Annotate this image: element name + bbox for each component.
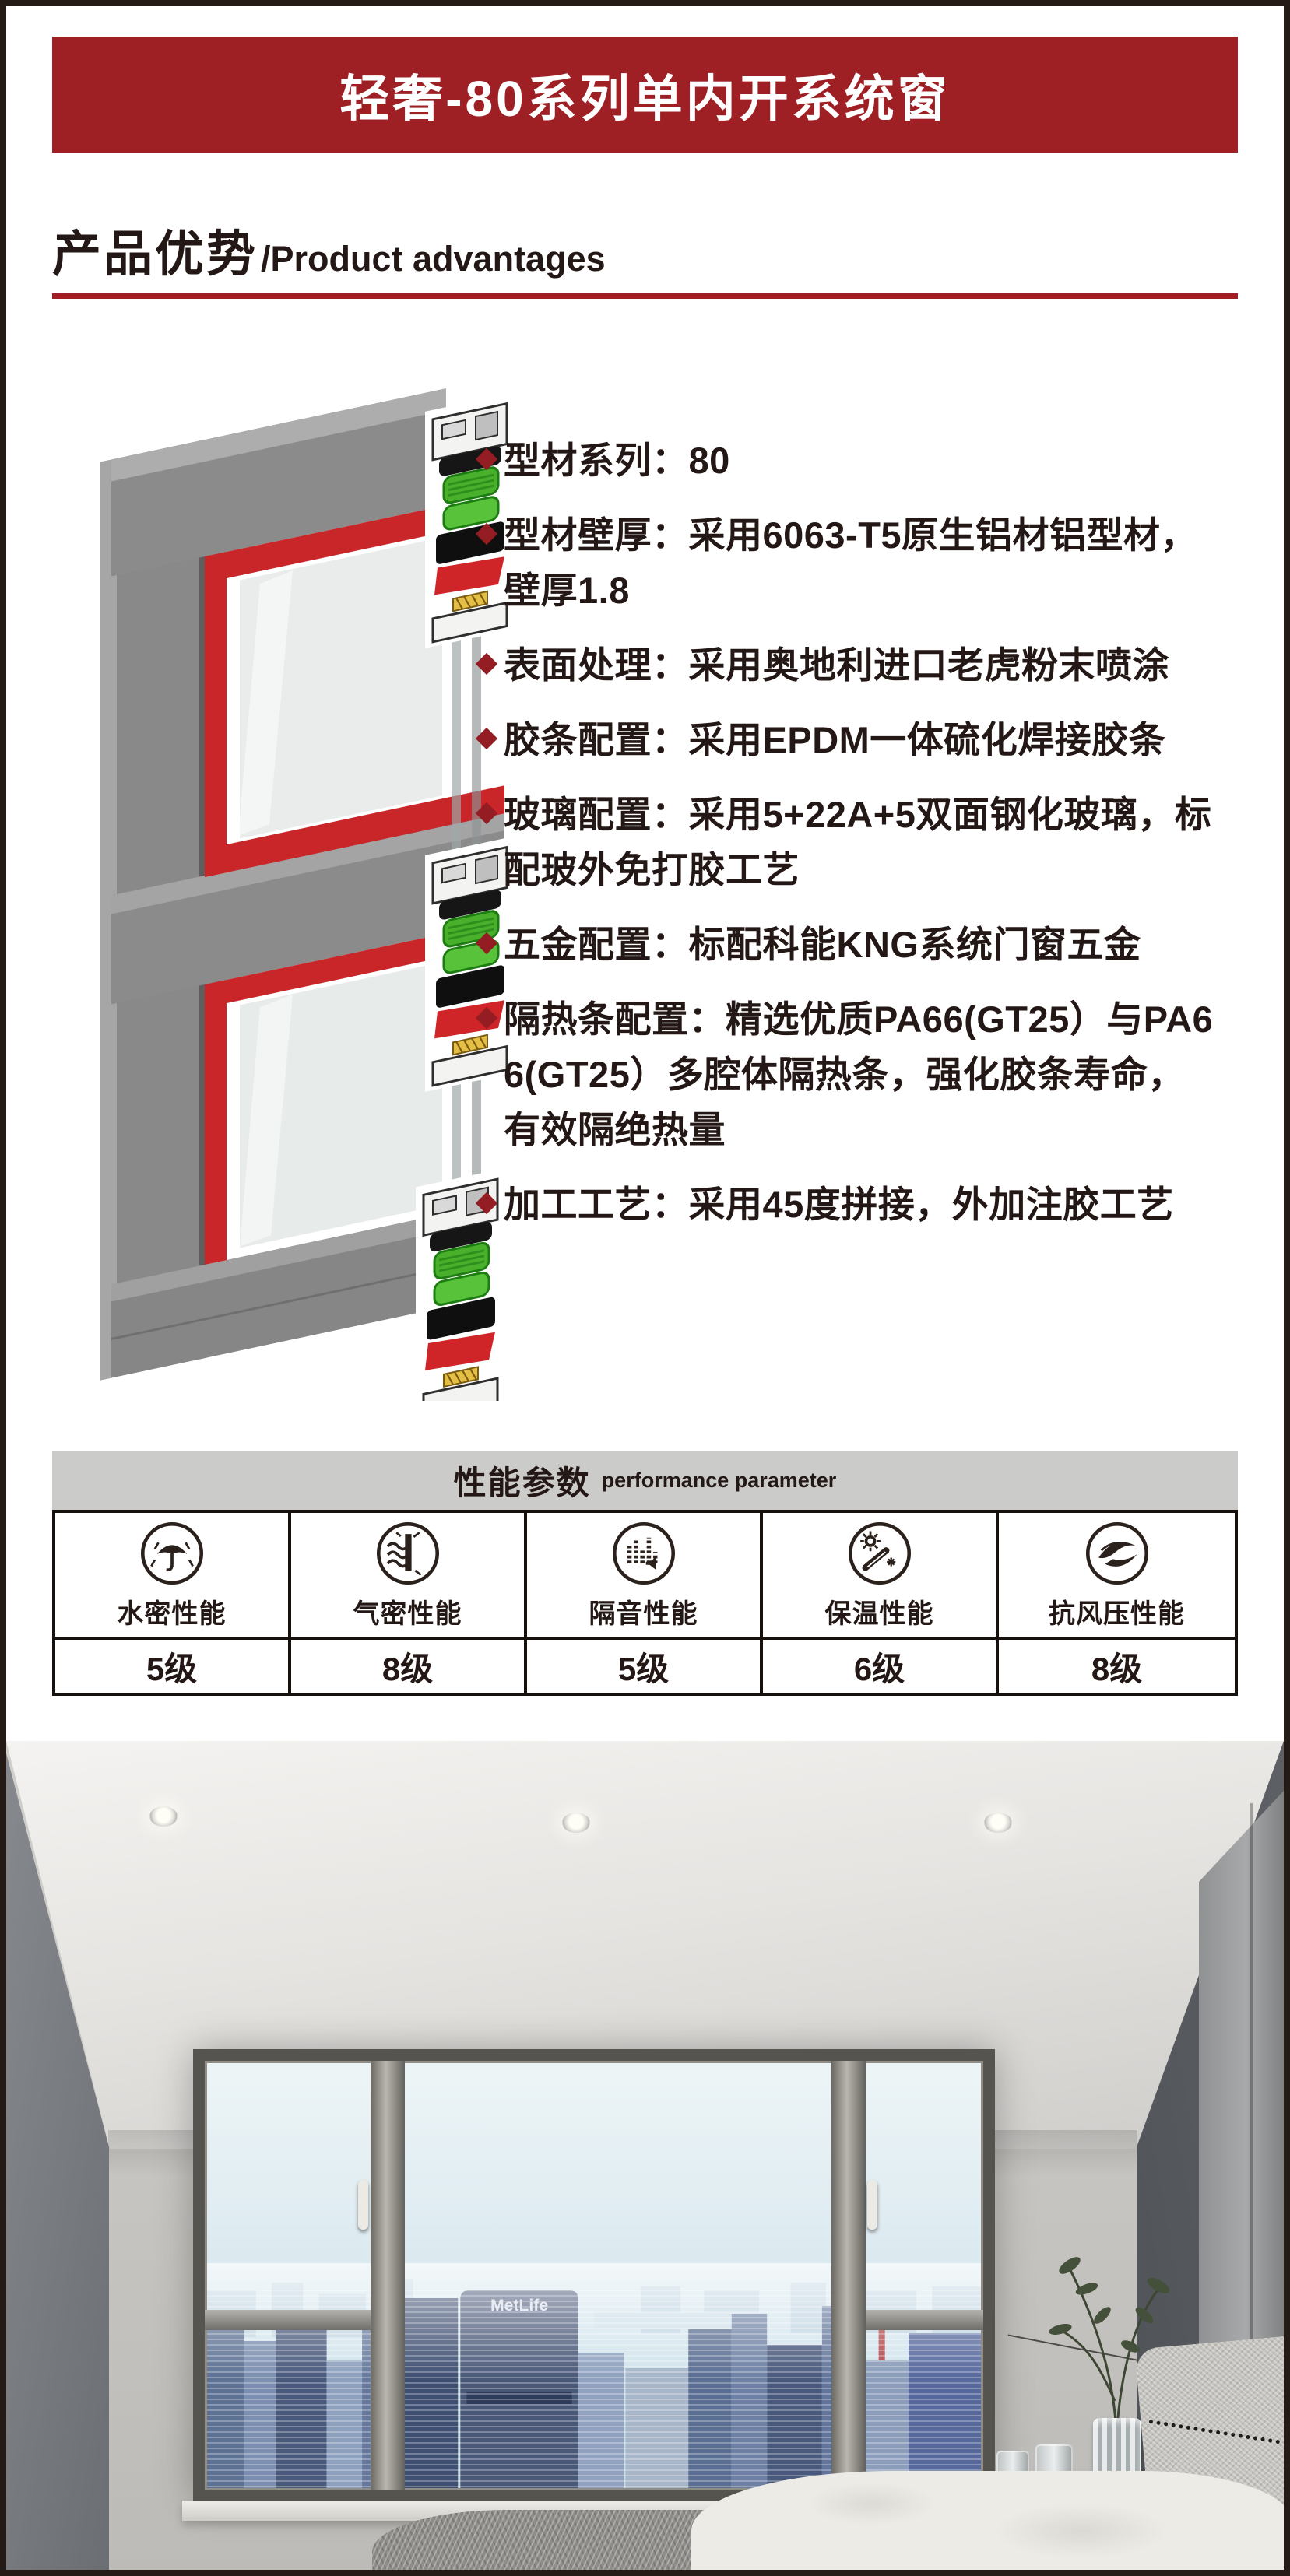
water-tightness-icon: [140, 1521, 203, 1585]
profile-cutaway-illustration: [100, 388, 518, 1425]
perf-cell-water: 水密性能: [55, 1513, 291, 1637]
diamond-bullet-icon: [475, 1191, 498, 1215]
diamond-bullet-icon: [475, 727, 498, 750]
diamond-bullet-icon: [475, 1006, 498, 1030]
ceiling-light: [984, 1813, 1012, 1833]
window-mullion-left: [371, 2061, 405, 2490]
feature-item: 加工工艺：采用45度拼接，外加注胶工艺: [475, 1177, 1218, 1232]
performance-header: 性能参数 performance parameter: [52, 1451, 1238, 1510]
perf-cell-sound: 隔音性能: [527, 1513, 763, 1637]
window-handle-left: [358, 2180, 368, 2230]
perf-label: 保温性能: [824, 1599, 934, 1629]
plant: [1015, 2214, 1194, 2440]
feature-item: 隔热条配置：精选优质PA66(GT25）与PA66(GT25）多腔体隔热条，强化…: [475, 991, 1218, 1157]
feature-text: 加工工艺：采用45度拼接，外加注胶工艺: [504, 1184, 1174, 1225]
feature-text: 表面处理：采用奥地利进口老虎粉末喷涂: [504, 644, 1169, 686]
wind-pressure-icon: [1085, 1521, 1148, 1585]
diamond-bullet-icon: [475, 447, 498, 471]
sound-insulation-icon: [612, 1521, 675, 1585]
ceiling-light: [149, 1806, 178, 1827]
perf-value-wind: 8级: [999, 1637, 1235, 1693]
diamond-bullet-icon: [475, 802, 498, 825]
window-transom-left: [205, 2310, 371, 2330]
window-profile-render: [84, 366, 518, 1425]
feature-item: 型材壁厚：采用6063-T5原生铝材铝型材，壁厚1.8: [475, 507, 1218, 618]
ceiling-light: [562, 1813, 590, 1833]
feature-text: 型材系列：80: [504, 440, 730, 481]
feature-item: 胶条配置：采用EPDM一体硫化焊接胶条: [475, 712, 1218, 767]
diamond-bullet-icon: [475, 932, 498, 955]
panel-seam: [1250, 1803, 1253, 2570]
diamond-bullet-icon: [475, 522, 498, 546]
perf-value-thermal: 6级: [763, 1637, 999, 1693]
feature-text: 五金配置：标配科能KNG系统门窗五金: [504, 924, 1141, 965]
feature-text: 隔热条配置：精选优质PA66(GT25）与PA66(GT25）多腔体隔热条，强化…: [504, 998, 1214, 1150]
window-mullion-right: [831, 2061, 866, 2490]
feature-text: 型材壁厚：采用6063-T5原生铝材铝型材，壁厚1.8: [504, 514, 1198, 611]
performance-title-cn: 性能参数: [453, 1464, 591, 1501]
feature-text: 胶条配置：采用EPDM一体硫化焊接胶条: [504, 719, 1166, 760]
diamond-bullet-icon: [475, 652, 498, 676]
perf-cell-air: 气密性能: [291, 1513, 527, 1637]
feature-item: 玻璃配置：采用5+22A+5双面钢化玻璃，标配玻外免打胶工艺: [475, 787, 1218, 897]
perf-cell-thermal: 保温性能: [763, 1513, 999, 1637]
performance-table: 性能参数 performance parameter 水密性能: [52, 1451, 1238, 1696]
metlife-building-label: MetLife: [490, 2297, 548, 2315]
feature-text: 玻璃配置：采用5+22A+5双面钢化玻璃，标配玻外免打胶工艺: [504, 794, 1212, 890]
banner-title: 轻奢-80系列单内开系统窗: [339, 70, 951, 127]
perf-label: 隔音性能: [589, 1599, 698, 1629]
white-duvet: [691, 2471, 1284, 2570]
perf-value-water: 5级: [55, 1637, 291, 1693]
thermal-insulation-icon: [848, 1521, 911, 1585]
feature-item: 表面处理：采用奥地利进口老虎粉末喷涂: [475, 637, 1218, 693]
perf-value-air: 8级: [291, 1637, 527, 1693]
performance-grid: 水密性能 气密性能: [52, 1510, 1238, 1696]
performance-title-en: performance parameter: [601, 1468, 837, 1492]
feature-list: 型材系列：80 型材壁厚：采用6063-T5原生铝材铝型材，壁厚1.8 表面处理…: [475, 433, 1218, 1251]
title-banner: 轻奢-80系列单内开系统窗: [52, 37, 1238, 153]
window-handle-right: [867, 2180, 877, 2230]
section-title-cn: 产品优势: [52, 227, 258, 282]
window: MetLife: [193, 2049, 995, 2502]
bedroom-photo: MetLife: [6, 1741, 1284, 2570]
perf-label: 水密性能: [117, 1599, 227, 1629]
section-heading: 产品优势 /Product advantages: [52, 215, 606, 286]
window-transom-right: [866, 2310, 983, 2330]
air-tightness-icon: [376, 1521, 439, 1585]
feature-item: 型材系列：80: [475, 433, 1218, 488]
perf-label: 气密性能: [353, 1599, 462, 1629]
window-outer-frame: [193, 2049, 995, 2502]
stitch-pattern: [1148, 2419, 1281, 2444]
perf-cell-wind: 抗风压性能: [999, 1513, 1235, 1637]
feature-item: 五金配置：标配科能KNG系统门窗五金: [475, 917, 1218, 972]
section-title-en: /Product advantages: [261, 239, 606, 279]
perf-value-sound: 5级: [527, 1637, 763, 1693]
perf-label: 抗风压性能: [1049, 1599, 1185, 1629]
heading-rule: [52, 293, 1238, 299]
